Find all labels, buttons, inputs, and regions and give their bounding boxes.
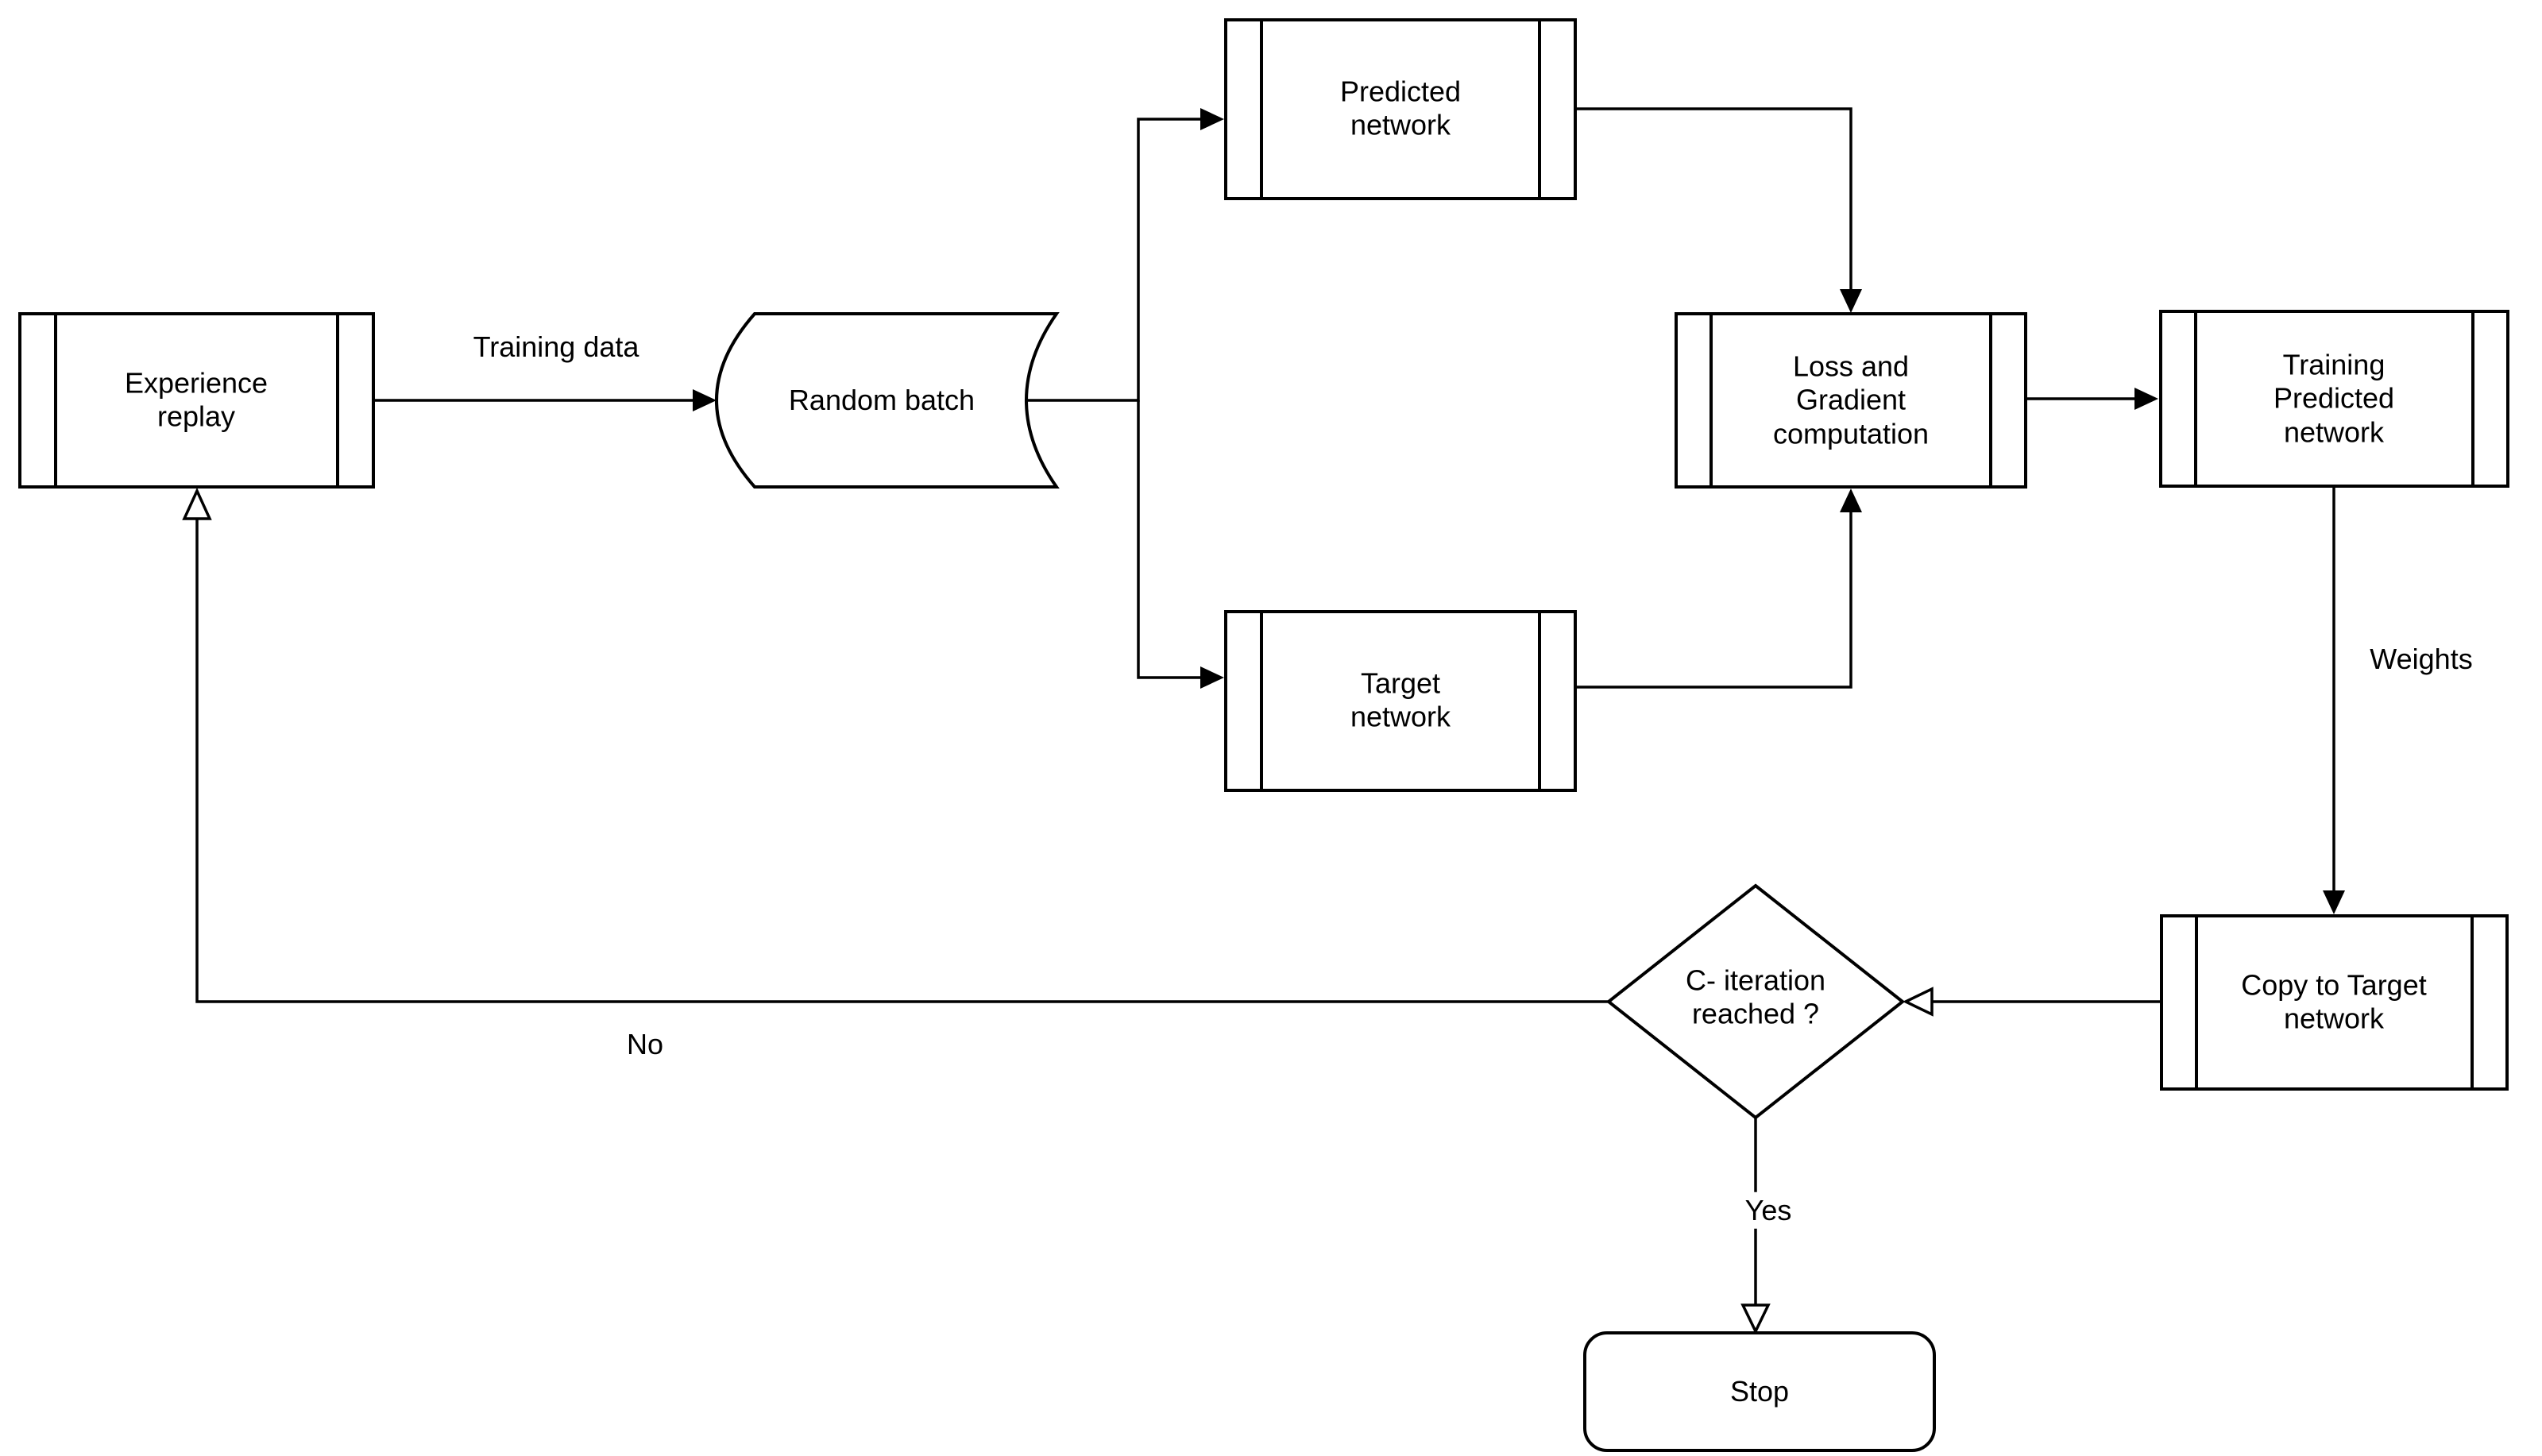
node-target-network [1224, 610, 1577, 792]
node-stop [1583, 1331, 1936, 1452]
arrowhead-copy-to-decision-open [1902, 987, 1934, 1017]
arrowhead-batch-to-predicted [1200, 108, 1224, 130]
loss-gradient-label: Loss and Gradient computation [1772, 350, 1930, 450]
edge-label-training-data: Training data [473, 330, 639, 363]
predicted-network-label: Predicted network [1339, 75, 1462, 141]
predicted-network-body [1224, 18, 1577, 200]
arrowhead-batch-to-target [1200, 666, 1224, 689]
node-training-predicted [2159, 310, 2509, 488]
experience-replay-label: Experience replay [124, 366, 268, 433]
edge-predicted-to-loss-line [1575, 107, 1852, 291]
node-loss-gradient [1675, 312, 2027, 489]
experience-replay-body [18, 312, 375, 489]
arrowhead-yes-open [1740, 1303, 1771, 1335]
edge-batch-to-target-line [1137, 400, 1201, 679]
arrowhead-predicted-to-loss [1840, 289, 1862, 313]
copy-to-target-body [2160, 914, 2509, 1091]
node-experience-replay [18, 312, 375, 489]
loss-gradient-body [1675, 312, 2027, 489]
node-copy-to-target [2160, 914, 2509, 1091]
arrowhead-target-to-loss [1840, 489, 1862, 512]
target-network-label: Target network [1350, 666, 1451, 733]
edge-batch-to-predicted-line [1026, 118, 1201, 402]
edge-no-loop-line [195, 519, 1609, 1003]
target-network-body [1224, 610, 1577, 792]
edge-label-no: No [626, 1027, 664, 1060]
arrowhead-loss-to-training [2134, 388, 2158, 410]
arrowhead-training-data [693, 389, 717, 411]
node-random-batch [715, 312, 1060, 489]
stop-label: Stop [1729, 1374, 1790, 1408]
edge-target-to-loss-line [1575, 512, 1852, 689]
node-predicted-network [1224, 18, 1577, 200]
arrowhead-no-loop-open [182, 487, 212, 520]
training-predicted-label: Training Predicted network [2273, 348, 2395, 449]
random-batch-label: Random batch [788, 383, 975, 416]
edge-label-weights: Weights [2370, 642, 2473, 675]
arrowhead-weights [2323, 890, 2345, 914]
node-c-iteration-decision [1605, 883, 1906, 1120]
c-iteration-label: C- iteration reached ? [1685, 964, 1826, 1030]
copy-to-target-label: Copy to Target network [2241, 968, 2427, 1035]
edge-label-yes: Yes [1740, 1191, 1797, 1230]
training-predicted-body [2159, 310, 2509, 488]
